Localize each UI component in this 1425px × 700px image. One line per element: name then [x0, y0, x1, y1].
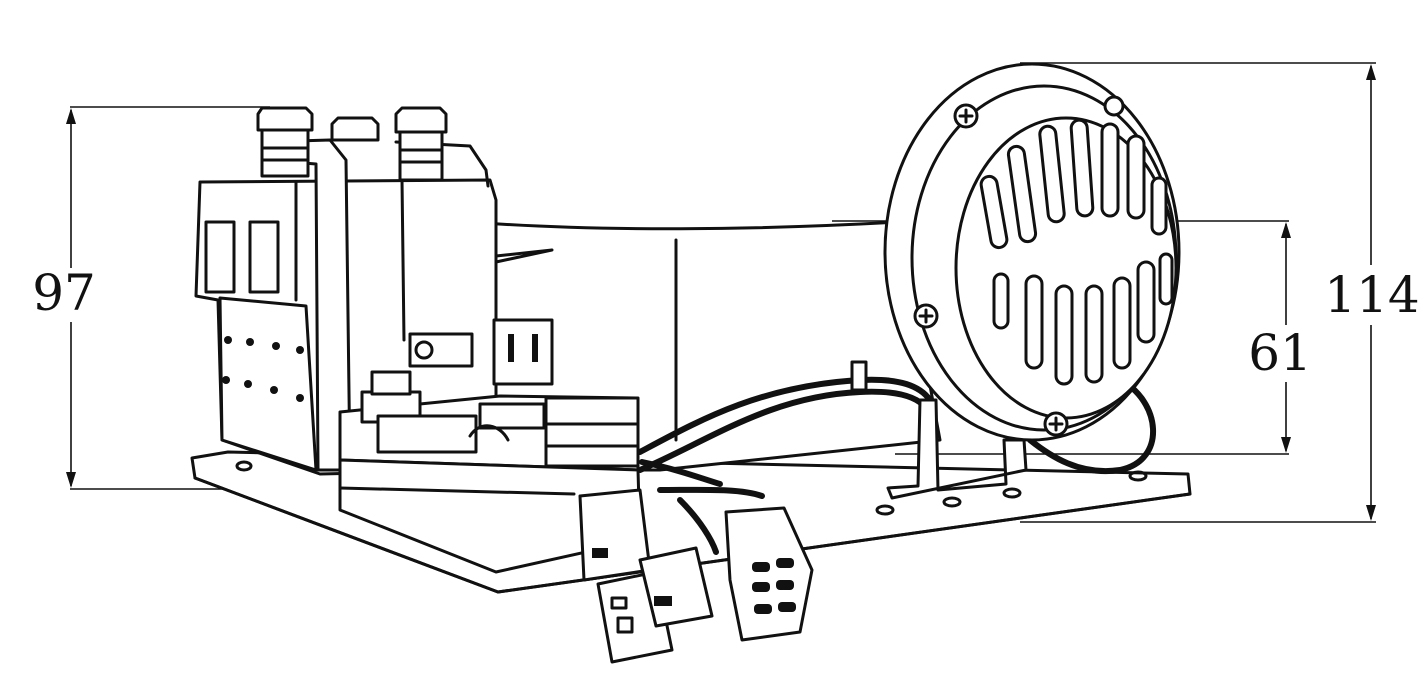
terminal-bolts — [256, 106, 448, 182]
wiring-harness — [637, 360, 1157, 555]
screw-icon — [953, 103, 979, 129]
arrow-up-icon — [1281, 222, 1291, 238]
arrow-down-icon — [1366, 505, 1376, 521]
screw-icon — [913, 303, 939, 329]
controller-board — [338, 318, 642, 574]
connector-pins — [752, 558, 796, 614]
connectors — [578, 488, 814, 664]
dimension-label-left: 97 — [32, 264, 96, 322]
dimension-overall — [1020, 62, 1376, 523]
mounting-holes — [222, 336, 304, 402]
screw-icon — [1043, 411, 1069, 437]
dimension-label-overall: 114 — [1324, 266, 1419, 324]
dimension-label-speaker: 61 — [1248, 324, 1312, 382]
arrow-up-icon — [66, 108, 76, 124]
cable-tie — [850, 360, 868, 392]
arrow-down-icon — [66, 472, 76, 488]
horn-speaker — [883, 62, 1181, 442]
connector — [638, 546, 714, 628]
arrow-up-icon — [1366, 64, 1376, 80]
connector — [578, 488, 652, 582]
grille-slots — [979, 118, 1174, 386]
screw-icon — [1103, 95, 1125, 117]
horn-bracket — [886, 398, 1028, 500]
arrow-down-icon — [1281, 437, 1291, 453]
